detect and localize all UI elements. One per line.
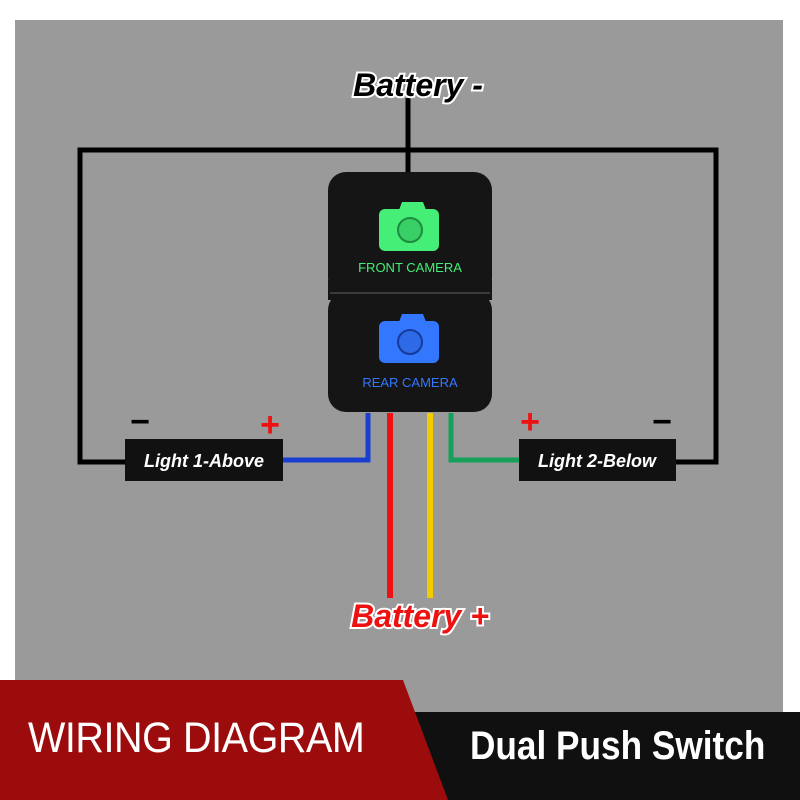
light-2-label: Light 2-Below — [538, 451, 657, 471]
light-2-block — [519, 439, 676, 481]
green-wire — [448, 413, 519, 463]
light-1-block — [125, 439, 283, 481]
footer-subtitle-band — [380, 712, 800, 800]
ground-wire-loop — [77, 98, 719, 465]
blue-wire — [283, 413, 371, 463]
light-2-plus-sign: + — [520, 403, 540, 441]
light-1-plus-sign: + — [260, 406, 280, 444]
camera-icon — [379, 202, 439, 251]
light-2-minus-sign: − — [652, 403, 672, 441]
dual-push-switch: FRONT CAMERA REAR CAMERA — [328, 172, 492, 412]
battery-positive-label: Battery + — [351, 598, 489, 634]
light-1-minus-sign: − — [130, 403, 150, 441]
battery-negative-label: Battery - — [353, 67, 483, 103]
footer-subtitle: Dual Push Switch — [470, 724, 766, 768]
camera-icon — [379, 314, 439, 363]
switch-top-label: FRONT CAMERA — [358, 260, 462, 275]
footer-title: WIRING DIAGRAM — [28, 714, 365, 762]
light-1-label: Light 1-Above — [144, 451, 264, 471]
switch-bottom-label: REAR CAMERA — [362, 375, 458, 390]
footer-title-band — [0, 680, 448, 800]
